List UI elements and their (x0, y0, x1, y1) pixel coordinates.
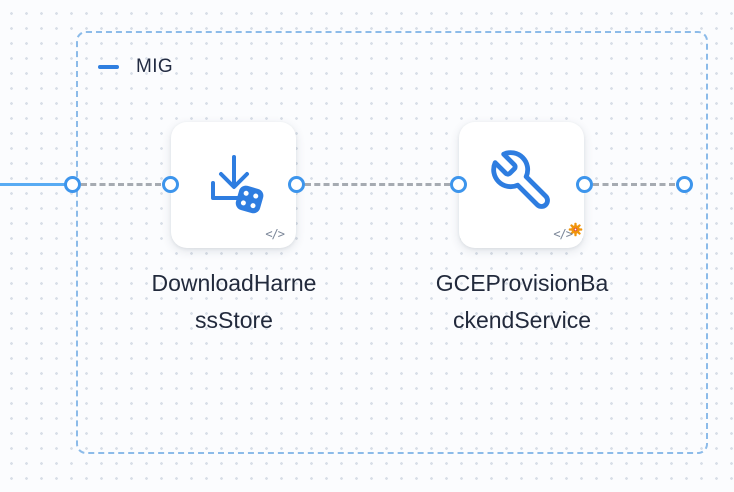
stage-group-border (76, 31, 708, 454)
connector-port[interactable] (676, 176, 693, 193)
connector-port[interactable] (288, 176, 305, 193)
dashed-connection-line (305, 183, 450, 186)
node-download-harness-store[interactable]: </> (171, 122, 296, 248)
connector-port[interactable] (576, 176, 593, 193)
download-icon (210, 155, 263, 214)
dashed-connection-line (81, 183, 161, 186)
stage-group-header: MIG (98, 56, 173, 78)
dice-icon (235, 185, 263, 214)
collapse-stage-icon[interactable] (98, 65, 119, 69)
code-badge-icon: </> (553, 227, 573, 241)
node-label: DownloadHarne ssStore (151, 270, 317, 333)
node-gce-provision-backend-service[interactable]: </> (459, 122, 584, 248)
wrench-icon (490, 150, 550, 210)
gear-icon (568, 222, 583, 237)
dashed-connection-line (593, 183, 675, 186)
connector-port[interactable] (162, 176, 179, 193)
connector-port[interactable] (64, 176, 81, 193)
connector-port[interactable] (450, 176, 467, 193)
incoming-connection-line (0, 183, 72, 186)
stage-group-label: MIG (136, 56, 174, 77)
code-badge-icon: </> (265, 227, 285, 241)
node-label: GCEProvisionBa ckendService (435, 270, 609, 333)
